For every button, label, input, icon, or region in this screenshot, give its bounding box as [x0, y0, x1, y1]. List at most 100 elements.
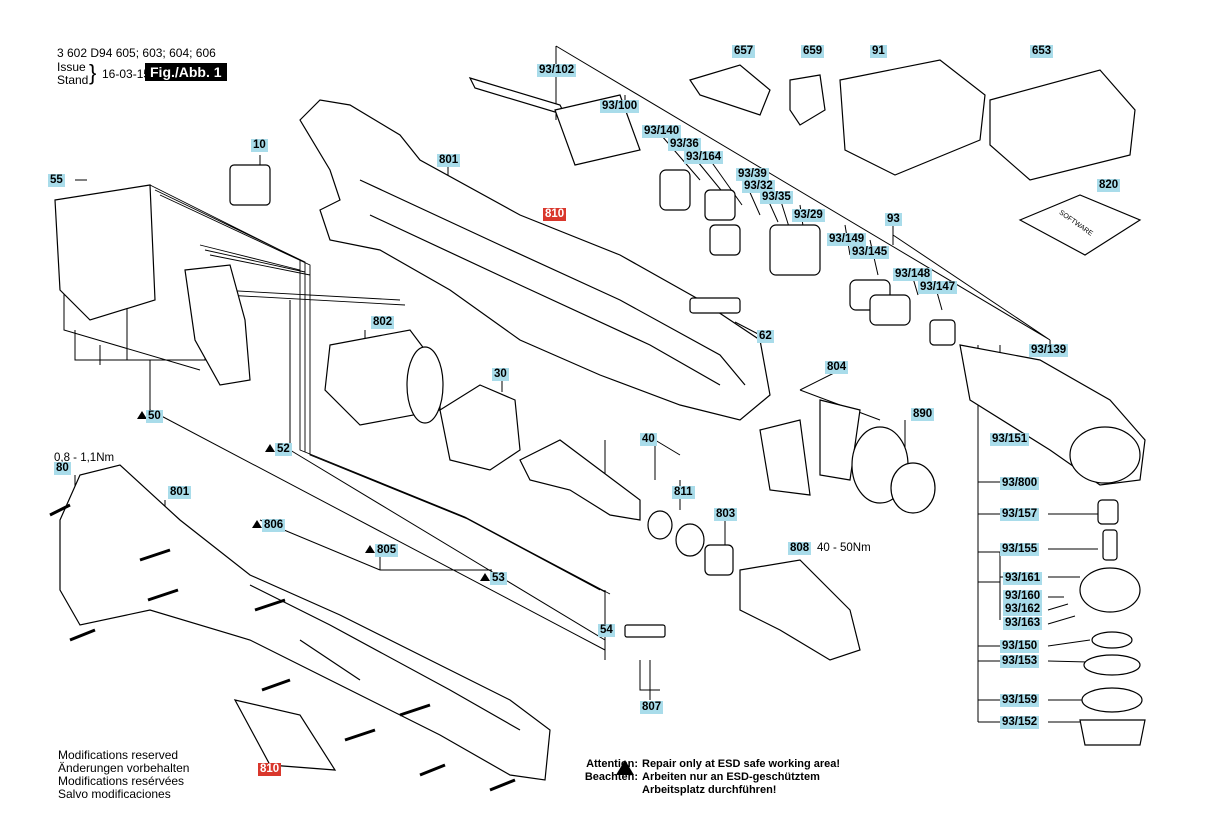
callout-62[interactable]: 62	[757, 330, 774, 343]
callout-30[interactable]: 30	[492, 368, 509, 381]
torque-spec-808: 40 - 50Nm	[817, 542, 871, 554]
part-30	[439, 384, 521, 471]
beachten-text-2: Arbeitsplatz durchführen!	[642, 784, 777, 796]
callout-890[interactable]: 890	[911, 408, 935, 421]
callout-93-148[interactable]: 93/148	[893, 268, 933, 281]
callout-801-bottom[interactable]: 801	[168, 486, 192, 499]
callout-93-39[interactable]: 93/39	[736, 168, 769, 181]
battery-91	[839, 59, 986, 176]
callout-810-bottom[interactable]: 810	[258, 763, 282, 776]
modifications-en: Modifications reserved	[58, 748, 179, 762]
part-804	[759, 419, 811, 496]
callout-93-139[interactable]: 93/139	[1029, 344, 1069, 357]
callout-93-800[interactable]: 93/800	[1000, 477, 1040, 490]
callout-93-151[interactable]: 93/151	[990, 433, 1030, 446]
callout-93-35[interactable]: 93/35	[760, 191, 793, 204]
callout-93-160[interactable]: 93/160	[1003, 590, 1043, 603]
switch-module	[184, 264, 251, 386]
callout-52[interactable]: 52	[275, 443, 292, 456]
leader-left-bracket	[63, 275, 606, 660]
callout-93-102[interactable]: 93/102	[537, 64, 577, 77]
leader-right-parts	[1047, 513, 1098, 723]
callout-804[interactable]: 804	[825, 361, 849, 374]
callout-801-top[interactable]: 801	[437, 154, 461, 167]
beachten-text: Arbeiten nur an ESD-geschütztem	[642, 771, 820, 783]
callout-93-32[interactable]: 93/32	[742, 180, 775, 193]
callout-93-157[interactable]: 93/157	[1000, 508, 1040, 521]
callout-659[interactable]: 659	[801, 45, 825, 58]
callout-653[interactable]: 653	[1030, 45, 1054, 58]
callout-93-29[interactable]: 93/29	[792, 209, 825, 222]
callout-93-145[interactable]: 93/145	[850, 246, 890, 259]
callout-807[interactable]: 807	[640, 701, 664, 714]
charger-653	[989, 69, 1136, 181]
callout-810-top[interactable]: 810	[543, 208, 567, 221]
esd-warning-icon	[480, 573, 490, 581]
modifications-es: Salvo modificaciones	[58, 787, 171, 801]
screws	[49, 503, 516, 792]
lower-housing-detail	[249, 584, 521, 731]
torque-spec-small: 0,8 - 1,1Nm	[54, 452, 115, 464]
esd-warning-icon	[265, 444, 275, 452]
clip-659	[789, 74, 826, 126]
esd-warning-icon	[365, 545, 375, 553]
callout-93-159[interactable]: 93/159	[1000, 694, 1040, 707]
callout-54[interactable]: 54	[598, 624, 615, 637]
esd-warning-icon	[137, 411, 147, 419]
callout-93-36[interactable]: 93/36	[668, 138, 701, 151]
battery-contact-55	[54, 184, 156, 321]
callout-802[interactable]: 802	[371, 316, 395, 329]
part-numbers: 3 602 D94 605; 603; 604; 606	[57, 46, 216, 60]
attention-label: Attention:	[586, 758, 638, 770]
upper-housing-801	[299, 99, 771, 421]
callout-803[interactable]: 803	[714, 508, 738, 521]
callout-93[interactable]: 93	[885, 213, 902, 226]
wire-bundle	[149, 184, 611, 595]
grip-sleeve-810	[233, 699, 337, 771]
callout-93-155[interactable]: 93/155	[1000, 543, 1040, 556]
callout-91[interactable]: 91	[870, 45, 887, 58]
callout-657[interactable]: 657	[732, 45, 756, 58]
callout-40[interactable]: 40	[640, 433, 657, 446]
spindle-93-102	[468, 77, 567, 116]
part-808	[739, 559, 861, 661]
key-657	[689, 64, 771, 116]
callout-50[interactable]: 50	[146, 410, 163, 423]
esd-notice: Attention: Repair only at ESD safe workin…	[566, 758, 840, 797]
callout-53[interactable]: 53	[490, 572, 507, 585]
attention-text: Repair only at ESD safe working area!	[642, 758, 841, 770]
callout-10[interactable]: 10	[251, 139, 268, 152]
callout-811[interactable]: 811	[672, 486, 695, 499]
lower-housing-801	[59, 464, 551, 781]
callout-93-147[interactable]: 93/147	[918, 281, 958, 294]
callout-806[interactable]: 806	[262, 519, 286, 532]
callout-93-162[interactable]: 93/162	[1003, 603, 1043, 616]
callout-93-100[interactable]: 93/100	[600, 100, 640, 113]
callout-93-150[interactable]: 93/150	[1000, 640, 1040, 653]
modifications-note: Modifications reserved Änderungen vorbeh…	[58, 749, 189, 801]
modifications-de: Änderungen vorbehalten	[58, 761, 190, 775]
callout-93-149[interactable]: 93/149	[827, 233, 867, 246]
software-disc-820	[1018, 194, 1142, 256]
esd-warning-icon	[252, 520, 262, 528]
callout-93-140[interactable]: 93/140	[642, 125, 682, 138]
callout-805[interactable]: 805	[375, 544, 399, 557]
brace: }	[89, 60, 97, 85]
callout-93-161[interactable]: 93/161	[1003, 572, 1043, 585]
modifications-fr: Modifications resérvées	[58, 774, 185, 788]
beachten-label: Beachten:	[584, 771, 638, 783]
callout-93-152[interactable]: 93/152	[1000, 716, 1040, 729]
issue-label: Issue	[57, 60, 86, 74]
callout-93-164[interactable]: 93/164	[684, 151, 724, 164]
callout-80[interactable]: 80	[54, 462, 71, 475]
upper-housing-inner	[359, 179, 746, 386]
figure-label: Fig./Abb. 1	[145, 63, 227, 81]
esd-warning-icon	[616, 760, 634, 775]
callout-93-153[interactable]: 93/153	[1000, 655, 1040, 668]
callout-93-163[interactable]: 93/163	[1003, 617, 1043, 630]
callout-808[interactable]: 808	[788, 542, 812, 555]
shaft-40	[519, 439, 641, 521]
callout-55[interactable]: 55	[48, 174, 65, 187]
callout-820[interactable]: 820	[1097, 179, 1121, 192]
